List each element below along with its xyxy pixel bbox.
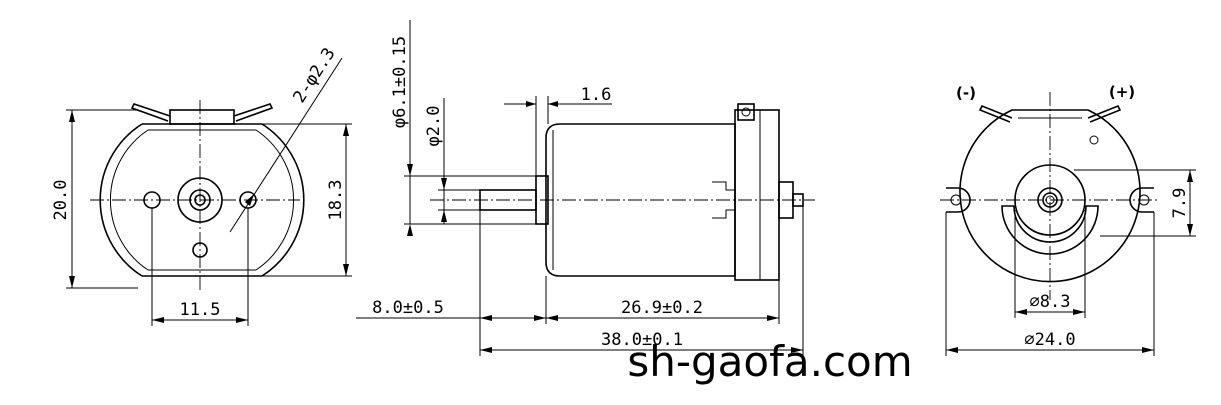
vent-hole — [192, 242, 208, 258]
terminal-lug-right — [1129, 187, 1154, 213]
terminal-lug-left — [946, 187, 971, 213]
terminal-positive-label: (+) — [1109, 83, 1135, 101]
shaft-boss — [177, 177, 223, 223]
dim-boss-diameter: φ6.1±0.15 — [390, 36, 410, 128]
side-view: 1.6 φ6.1±0.15 φ2.0 8.0±0.5 26.9±0.2 — [356, 20, 815, 356]
motor-can — [545, 123, 736, 277]
watermark: sh-gaofa.com — [627, 337, 912, 386]
dim-overall-length: 38.0±0.1 — [601, 330, 683, 350]
dim-bearing-diameter: ∅8.3 — [1030, 292, 1071, 312]
dim-body-diameter: ∅24.0 — [1024, 330, 1075, 350]
dim-hole-spacing: 11.5 — [180, 300, 221, 320]
end-cap-outline — [959, 109, 1141, 283]
dim-terminal-offset: 7.9 — [1170, 188, 1190, 219]
dim-shaft-length: 8.0±0.5 — [372, 298, 444, 318]
dim-mount-holes: 2-φ2.3 — [289, 44, 339, 106]
dim-height-total: 20.0 — [51, 180, 71, 221]
end-cap — [734, 109, 780, 281]
terminal-negative-label: (-) — [956, 84, 976, 102]
dim-shaft-diameter: φ2.0 — [424, 106, 444, 147]
dim-shaft-step: 1.6 — [581, 85, 612, 105]
dim-height-flats: 18.3 — [326, 180, 346, 221]
rear-view: (-) (+) 7.9 ∅8.3 ∅24.0 — [940, 83, 1196, 356]
boss — [535, 175, 549, 225]
front-view: 20.0 18.3 11.5 2-φ2.3 — [51, 44, 352, 326]
brush-slot — [1001, 205, 1099, 255]
dim-body-length: 26.9±0.2 — [621, 298, 703, 318]
bearing-housing — [1014, 164, 1086, 236]
